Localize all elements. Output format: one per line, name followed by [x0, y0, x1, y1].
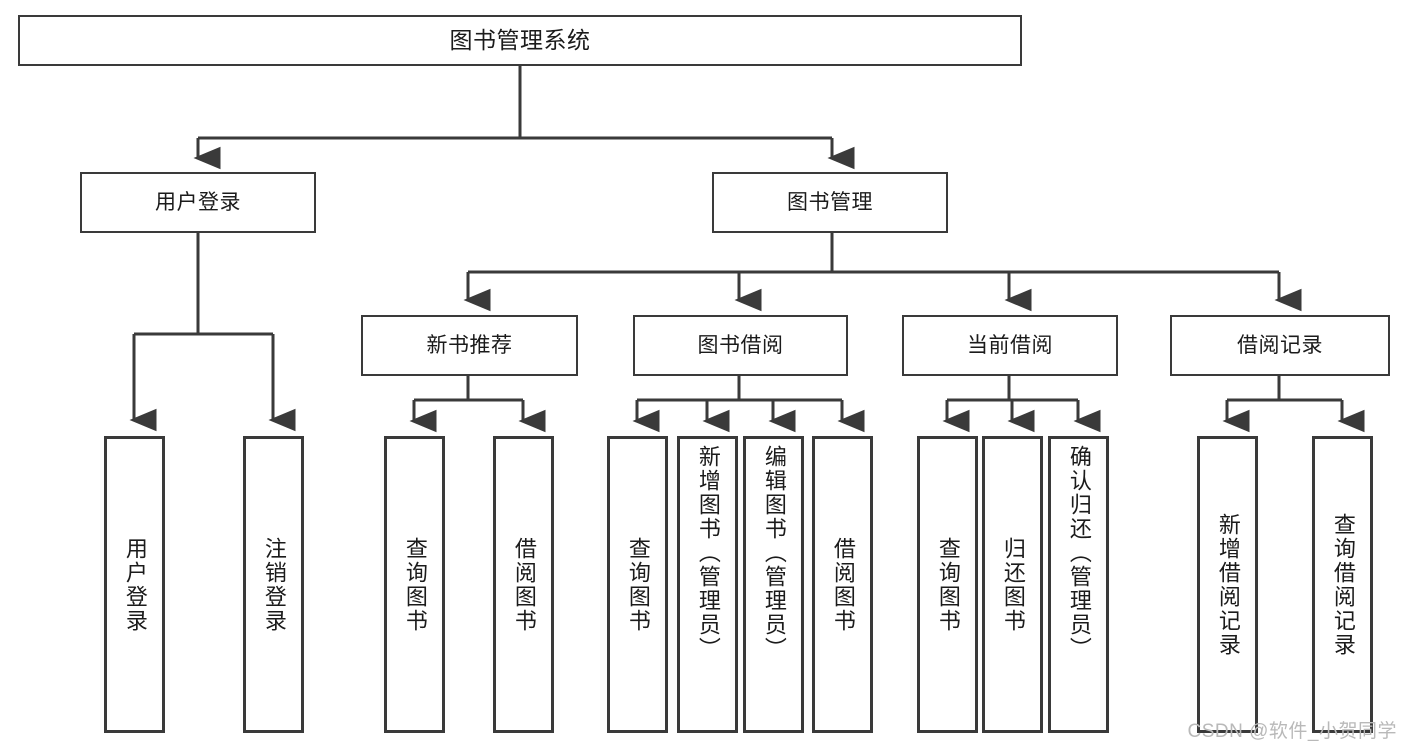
node-label: 用户登录: [155, 190, 241, 214]
leaf-add-book-admin[interactable]: 新增图书（管理员）: [677, 436, 738, 733]
node-new-book-recommend[interactable]: 新书推荐: [361, 315, 578, 376]
node-label: 确认归还（管理员）: [1066, 445, 1092, 661]
node-label: 图书管理: [787, 190, 873, 214]
leaf-borrow-book[interactable]: 借阅图书: [812, 436, 873, 733]
leaf-confirm-return-admin[interactable]: 确认归还（管理员）: [1048, 436, 1109, 733]
node-label: 注销登录: [261, 536, 287, 633]
node-label: 当前借阅: [967, 333, 1053, 357]
node-label: 图书管理系统: [449, 26, 591, 53]
leaf-edit-book-admin[interactable]: 编辑图书（管理员）: [743, 436, 804, 733]
node-label: 查询图书: [625, 536, 651, 633]
leaf-user-login[interactable]: 用户登录: [104, 436, 165, 733]
node-book-management[interactable]: 图书管理: [712, 172, 948, 233]
leaf-borrow-book-new[interactable]: 借阅图书: [493, 436, 554, 733]
node-label: 借阅图书: [830, 536, 856, 633]
node-borrow-record[interactable]: 借阅记录: [1170, 315, 1390, 376]
node-label: 新增图书（管理员）: [695, 445, 721, 661]
node-book-borrow[interactable]: 图书借阅: [633, 315, 848, 376]
leaf-user-logout[interactable]: 注销登录: [243, 436, 304, 733]
node-label: 编辑图书（管理员）: [761, 445, 787, 661]
leaf-query-book-current[interactable]: 查询图书: [917, 436, 978, 733]
node-current-borrow[interactable]: 当前借阅: [902, 315, 1118, 376]
node-label: 查询图书: [935, 536, 961, 633]
node-label: 借阅记录: [1237, 333, 1323, 357]
node-label: 新增借阅记录: [1215, 512, 1241, 657]
node-user-login[interactable]: 用户登录: [80, 172, 316, 233]
node-label: 查询借阅记录: [1330, 512, 1356, 657]
node-label: 新书推荐: [426, 333, 513, 357]
leaf-query-book-new[interactable]: 查询图书: [384, 436, 445, 733]
leaf-add-borrow-record[interactable]: 新增借阅记录: [1197, 436, 1258, 733]
node-label: 查询图书: [402, 536, 428, 633]
node-label: 借阅图书: [511, 536, 537, 633]
leaf-query-book[interactable]: 查询图书: [607, 436, 668, 733]
watermark: CSDN @软件_小贺同学: [1187, 721, 1397, 742]
node-label: 归还图书: [1000, 536, 1026, 633]
node-root-system[interactable]: 图书管理系统: [18, 15, 1022, 66]
leaf-query-borrow-record[interactable]: 查询借阅记录: [1312, 436, 1373, 733]
node-label: 用户登录: [122, 536, 148, 633]
leaf-return-book[interactable]: 归还图书: [982, 436, 1043, 733]
node-label: 图书借阅: [697, 333, 784, 357]
